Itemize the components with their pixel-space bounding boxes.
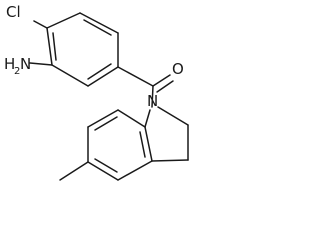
amine-nitrogen-label: N (20, 55, 31, 73)
bond-to-chlorine (33, 20, 48, 29)
amine-hydrogen-label: H (4, 55, 15, 73)
bond (87, 109, 119, 128)
bond (79, 12, 119, 34)
saturated-ring (144, 106, 189, 162)
bond (87, 161, 119, 181)
structure-diagram: Cl H 2 N O N (4, 3, 189, 181)
bond (151, 159, 189, 162)
methyl-bond (59, 161, 89, 181)
double-bond-inner (52, 32, 57, 61)
bond (46, 12, 81, 29)
chlorine-label: Cl (6, 3, 21, 21)
ring-nitrogen-label: N (147, 92, 158, 110)
bond (51, 64, 89, 87)
double-bond-inner (83, 19, 112, 36)
double-bond-inner (94, 158, 118, 173)
bond (157, 106, 189, 126)
bond (144, 126, 153, 162)
quinoline-benzene-ring (87, 109, 153, 181)
carbonyl-double-bond (156, 80, 174, 93)
amine-h-count: 2 (14, 66, 20, 77)
bond (117, 160, 153, 181)
carbonyl-oxygen-label: O (172, 60, 184, 78)
bond (46, 27, 53, 66)
carbonyl-double-bond (152, 74, 171, 87)
double-bond-inner (87, 63, 112, 80)
double-bond-inner (139, 131, 146, 158)
double-bond-inner (94, 116, 118, 131)
bond (117, 109, 146, 128)
bond (144, 109, 151, 128)
chloroaniline-ring (46, 12, 119, 87)
bond-carbonyl-to-nitrogen (151, 85, 154, 108)
bond-to-amine (29, 62, 53, 66)
bond (87, 66, 119, 87)
bond-to-carbonyl (117, 66, 154, 87)
